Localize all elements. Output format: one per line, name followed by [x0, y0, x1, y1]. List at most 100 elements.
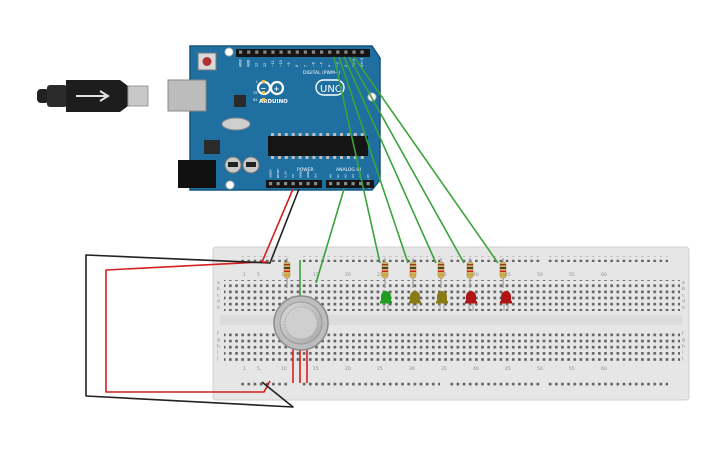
- digital-pin: [255, 50, 259, 54]
- row-letter: f: [217, 331, 219, 337]
- digital-pin-label: 4: [328, 65, 332, 67]
- power-pin: [269, 182, 273, 186]
- led: [436, 291, 448, 311]
- power-pin: [314, 182, 318, 186]
- row-letter: i: [217, 349, 218, 355]
- usb-cable: [37, 80, 149, 112]
- row-letter: e: [217, 306, 220, 311]
- digital-pin: [336, 50, 340, 54]
- svg-text:−: −: [261, 85, 267, 93]
- column-number: 60: [601, 272, 607, 278]
- column-number: 5: [257, 272, 260, 278]
- power-pin-label: 5V: [291, 173, 295, 178]
- column-number: 55: [569, 366, 575, 372]
- column-number: 1: [243, 272, 246, 278]
- digital-pin: [287, 50, 291, 54]
- digital-pin-label: RX←0: [360, 58, 364, 67]
- column-number: 50: [537, 272, 543, 278]
- analog-pin: [366, 182, 370, 186]
- digital-pin-label: ~10: [279, 60, 283, 67]
- row-letter: d: [217, 298, 220, 304]
- row-letter: d: [682, 298, 685, 304]
- digital-pin: [352, 50, 356, 54]
- analog-label: ANALOG IN: [336, 167, 361, 173]
- digital-header: [236, 49, 370, 57]
- column-number: 40: [473, 272, 479, 278]
- leds: [380, 291, 512, 311]
- brand-label: ARDUINO: [259, 99, 288, 105]
- digital-pin-label: 8: [295, 65, 299, 67]
- power-pin-label: GND: [299, 170, 303, 178]
- row-letter: g: [217, 338, 220, 343]
- analog-header: [326, 180, 374, 188]
- row-letter: h: [682, 343, 685, 349]
- digital-pin-label: GND: [247, 59, 251, 67]
- wires: [85, 56, 499, 408]
- row-letter: b: [217, 286, 220, 292]
- resistor: [437, 258, 445, 288]
- analog-pin: [329, 182, 333, 186]
- column-number: 25: [377, 366, 383, 372]
- row-letter: g: [682, 338, 685, 343]
- column-number: 25: [377, 272, 383, 278]
- digital-pin: [360, 50, 364, 54]
- digital-pin: [311, 50, 316, 54]
- power-pin: [276, 182, 280, 186]
- digital-pin: [239, 50, 243, 54]
- column-number: 45: [505, 366, 511, 372]
- svg-text:L: L: [256, 80, 258, 84]
- wire-a0-green: [315, 188, 345, 284]
- column-number: 5: [257, 366, 260, 372]
- analog-pin-label: A0: [329, 174, 333, 178]
- column-number: 15: [313, 272, 319, 278]
- column-number: 45: [505, 272, 511, 278]
- column-number: 30: [409, 366, 415, 372]
- row-letter: a: [217, 281, 220, 286]
- column-number: 20: [345, 366, 351, 372]
- power-pin: [306, 182, 310, 186]
- row-letter: e: [682, 306, 685, 311]
- resistor: [499, 258, 507, 288]
- digital-pin-label: ~9: [287, 62, 291, 67]
- digital-pin: [328, 50, 332, 54]
- digital-pin-label: ~3: [336, 62, 340, 67]
- analog-pin: [351, 182, 355, 186]
- digital-pin-label: 7: [303, 65, 307, 67]
- digital-pin-label: ~11: [271, 60, 275, 67]
- resistor: [283, 258, 291, 288]
- digital-pin-label: ~6: [311, 62, 315, 67]
- column-number: 1: [243, 366, 246, 372]
- digital-pin: [344, 50, 348, 54]
- row-letter: a: [682, 281, 685, 286]
- svg-text:TX: TX: [252, 91, 258, 95]
- column-number: 20: [345, 272, 351, 278]
- digital-pin-label: TX→1: [352, 58, 356, 68]
- svg-text:+: +: [274, 85, 280, 93]
- analog-pin: [336, 182, 340, 186]
- row-letter: j: [216, 356, 218, 362]
- digital-pin: [295, 50, 299, 54]
- row-letter: c: [682, 293, 685, 298]
- column-number: 60: [601, 366, 607, 372]
- digital-pin: [279, 50, 283, 54]
- power-pin-label: Vin: [314, 173, 318, 178]
- column-number: 10: [281, 366, 287, 372]
- column-number: 50: [537, 366, 543, 372]
- digital-pin-label: ~5: [320, 62, 324, 67]
- power-pin: [284, 182, 288, 186]
- row-letter: c: [217, 293, 220, 298]
- wire-5v-red: [105, 188, 294, 393]
- digital-pin: [247, 50, 251, 54]
- digital-pin-label: 2: [344, 65, 348, 67]
- column-number: 40: [473, 366, 479, 372]
- analog-pin: [359, 182, 363, 186]
- row-letter: i: [682, 349, 683, 355]
- analog-pin-label: A5: [366, 174, 370, 178]
- wire-d7-green: [338, 56, 409, 264]
- digital-pin: [303, 50, 307, 54]
- power-pin-label: 3.3V: [284, 170, 288, 178]
- column-number: 55: [569, 272, 575, 278]
- power-pin-label: RESET: [276, 168, 280, 178]
- led: [465, 291, 477, 311]
